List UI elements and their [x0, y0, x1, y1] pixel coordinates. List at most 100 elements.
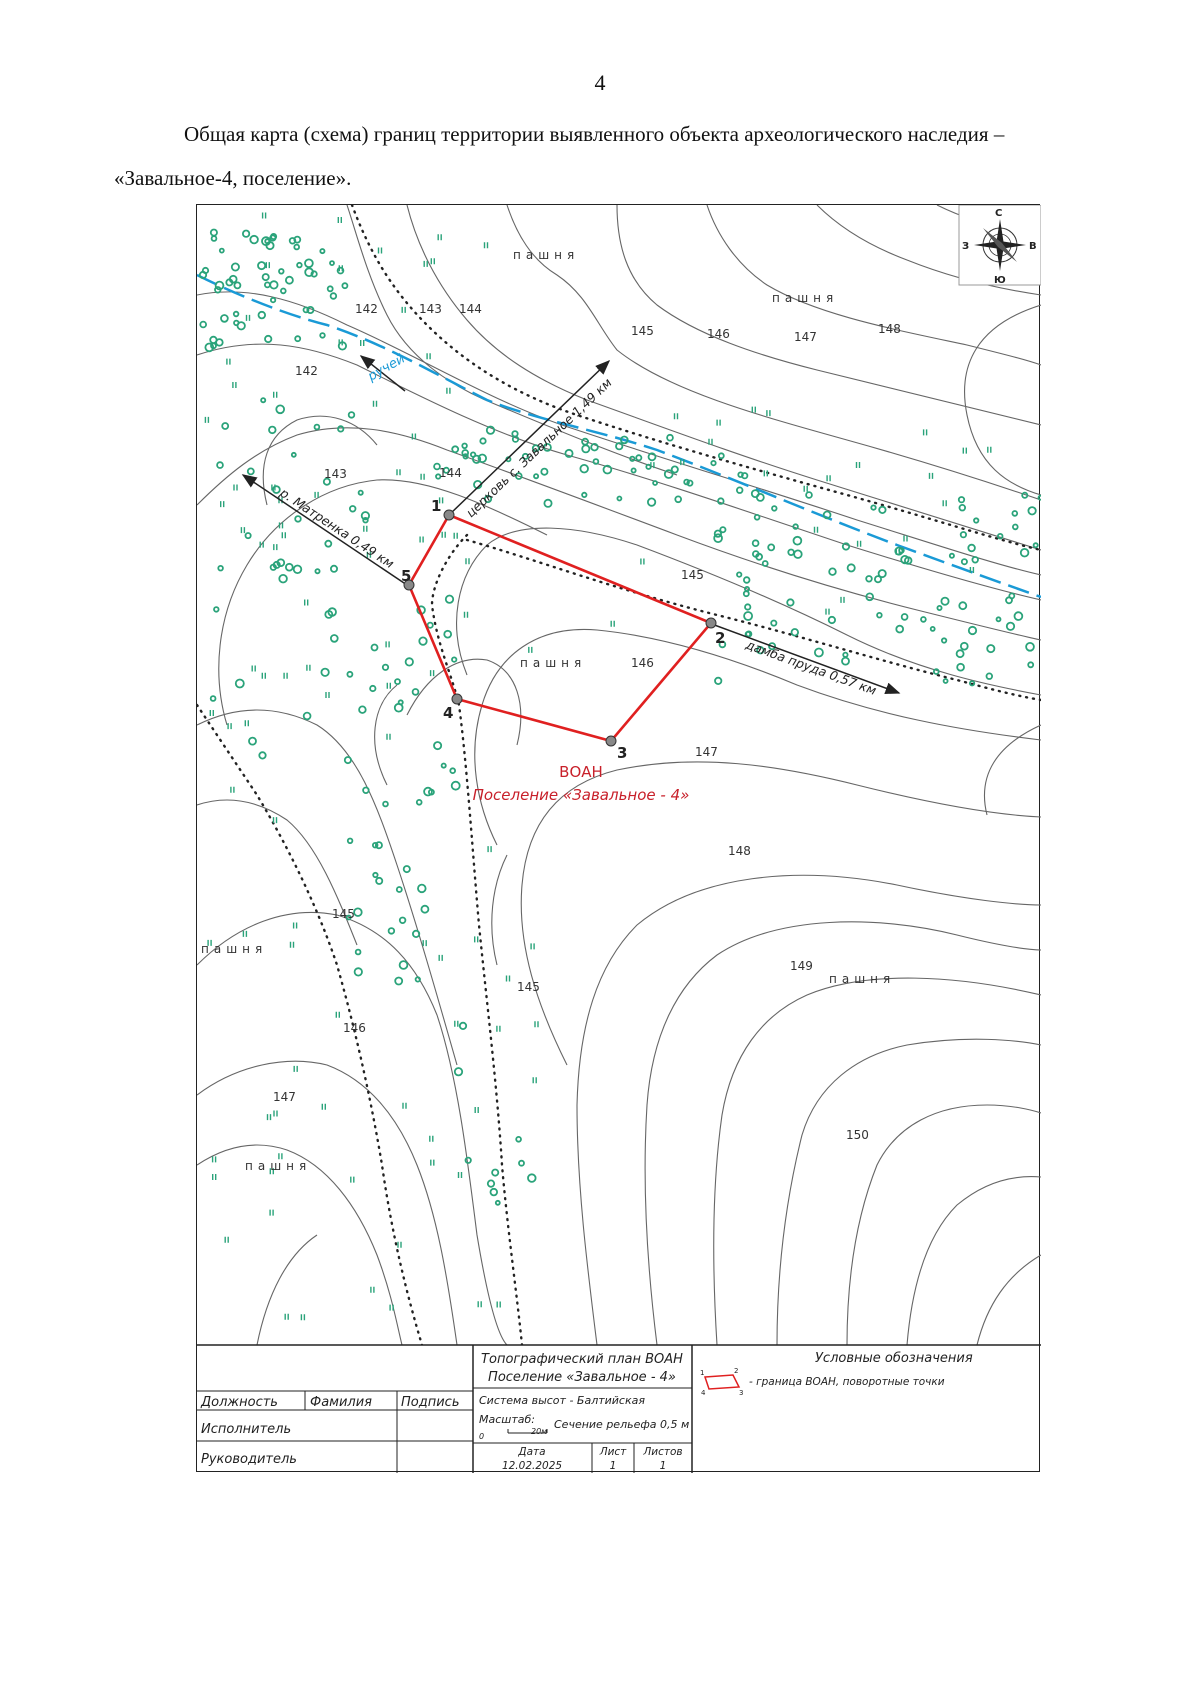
grass-marker	[922, 429, 928, 436]
vegetation-marker	[515, 1135, 522, 1143]
vegetation-marker	[319, 332, 326, 339]
grass-marker	[226, 358, 231, 365]
sheet-value: 1	[610, 1460, 617, 1472]
grass-marker	[429, 670, 435, 677]
vegetation-marker	[932, 668, 940, 675]
scale-zero: 0	[479, 1432, 484, 1441]
grass-marker	[411, 433, 417, 440]
vegetation-marker	[615, 442, 624, 451]
point-label-3: 3	[617, 744, 627, 762]
grass-marker	[430, 1159, 435, 1166]
vegetation-marker	[995, 616, 1002, 623]
compass-south-label: Ю	[994, 275, 1006, 286]
object-title: ВОАН	[559, 763, 603, 781]
grass-marker	[386, 733, 391, 740]
height-system: Система высот - Балтийская	[479, 1394, 645, 1407]
grass-marker	[321, 1103, 326, 1110]
stream-line	[197, 273, 1041, 599]
grass-marker	[530, 943, 535, 950]
vegetation-marker	[357, 489, 364, 496]
grass-markers	[204, 212, 992, 1321]
caption-line-1: Общая карта (схема) границ территории вы…	[184, 122, 1005, 146]
vegetation-marker	[296, 261, 303, 269]
vegetation-marker	[841, 656, 850, 666]
grass-marker	[438, 954, 443, 961]
boundary-points	[403, 509, 717, 747]
vegetation-marker	[358, 705, 367, 714]
vegetation-marker	[278, 268, 285, 275]
map-body: 142 142 143 143 144 144 145 145 145 145 …	[197, 205, 1041, 1345]
grass-marker	[233, 484, 238, 491]
vegetation-marker	[514, 472, 523, 480]
vegetation-marker	[381, 663, 390, 671]
field-label: пашня	[772, 291, 838, 305]
vegetation-marker	[744, 585, 751, 592]
vegetation-marker	[494, 1199, 501, 1206]
vegetation-marker	[768, 642, 777, 651]
vegetation-marker	[960, 558, 968, 566]
grass-marker	[273, 544, 278, 551]
vegetation-marker	[986, 644, 996, 654]
vegetation-marker	[353, 967, 363, 977]
grass-marker	[453, 532, 458, 539]
vegetation-marker	[433, 741, 443, 751]
vegetation-marker	[397, 699, 404, 706]
vegetation-marker	[1019, 548, 1030, 558]
vegetation-marker	[751, 539, 760, 548]
grass-marker	[855, 462, 861, 468]
vegetation-marker	[489, 1187, 498, 1197]
grass-marker	[465, 558, 470, 565]
contour-label: 147	[794, 330, 817, 344]
vegetation-marker	[737, 471, 744, 478]
vegetation-marker	[486, 1179, 496, 1188]
grass-marker	[366, 551, 372, 558]
vegetation-marker	[957, 496, 966, 504]
vegetation-marker	[440, 762, 447, 769]
vegetation-marker	[435, 473, 442, 480]
vegetation-marker	[753, 513, 761, 521]
grass-marker	[673, 413, 679, 420]
legend-boundary-symbol	[703, 1374, 741, 1390]
direction-river-label: р. Матренка 0,49 км	[277, 484, 397, 571]
vegetation-marker	[1013, 611, 1024, 621]
page-number: 4	[594, 70, 606, 95]
grass-marker	[227, 723, 232, 730]
vegetation-marker	[269, 280, 279, 290]
vegetation-marker	[244, 532, 252, 540]
vegetation-marker	[736, 486, 744, 494]
vegetation-marker	[579, 464, 589, 474]
grass-marker	[389, 1304, 394, 1311]
field-label: пашня	[829, 972, 895, 986]
vegetation-marker	[1005, 596, 1013, 605]
relief-section: Сечение рельефа 0,5 м	[554, 1418, 689, 1431]
grass-marker	[429, 1135, 434, 1142]
plan-title-2: Поселение «Завальное - 4»	[488, 1370, 676, 1385]
col-signature: Подпись	[401, 1395, 459, 1410]
vegetation-marker	[745, 630, 753, 638]
vegetation-marker	[241, 229, 251, 238]
vegetation-marker	[870, 504, 877, 511]
vegetation-marker	[616, 495, 623, 502]
grass-marker	[278, 497, 283, 504]
grass-marker	[401, 306, 406, 313]
vegetation-marker	[278, 574, 288, 584]
vegetation-marker	[742, 590, 750, 598]
vegetation-marker	[652, 480, 659, 486]
vegetation-marker	[304, 267, 314, 277]
vegetation-marker	[387, 927, 396, 935]
scale-label: Масштаб:	[479, 1413, 535, 1426]
vegetation-marker	[394, 976, 404, 986]
contour-label: 146	[631, 656, 654, 670]
vegetation-marker	[971, 556, 979, 564]
title-block: Топографический план ВОАН Поселение «Зав…	[197, 1344, 1041, 1473]
grass-marker	[335, 1011, 340, 1018]
vegetation-marker	[249, 234, 259, 245]
vegetation-marker	[997, 533, 1004, 540]
vegetation-marker	[717, 452, 725, 460]
vegetation-marker	[755, 492, 765, 502]
vegetation-marker	[415, 798, 423, 806]
vegetation-marker	[369, 684, 377, 693]
vegetation-marker	[236, 321, 246, 331]
vegetation-marker	[426, 621, 434, 629]
vegetation-marker	[412, 929, 421, 939]
